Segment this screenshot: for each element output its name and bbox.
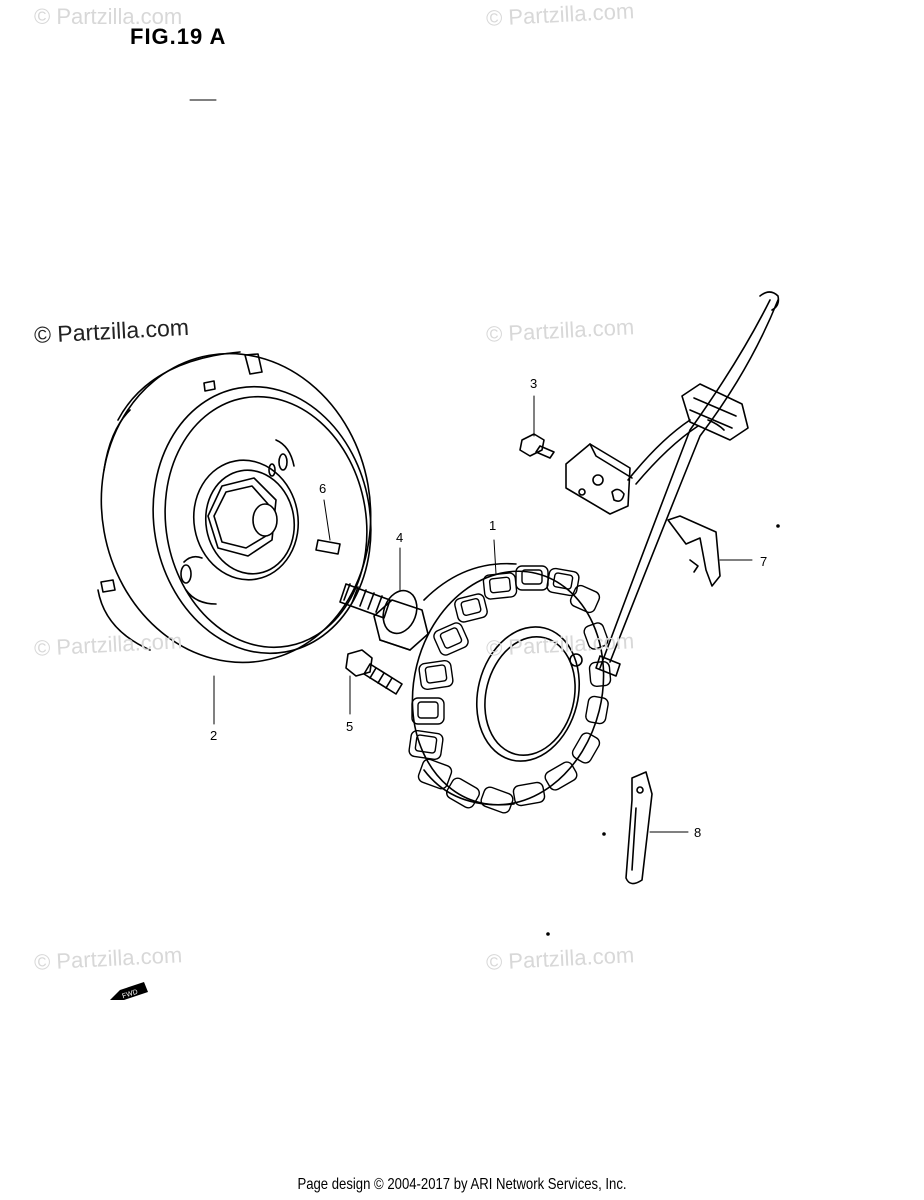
flywheel-rotor [97, 351, 372, 664]
pickup-bracket [565, 443, 633, 515]
callout-3: 3 [530, 376, 537, 391]
callout-6: 6 [319, 481, 326, 496]
wire-clamp [667, 515, 721, 587]
figure-title: FIG.19 A [130, 24, 227, 49]
callout-8: 8 [694, 825, 701, 840]
stator-screw [345, 649, 403, 695]
rotor-bolt [339, 583, 429, 651]
bracket-bolt [519, 433, 555, 459]
fwd-arrow-icon: FWD [110, 982, 148, 1000]
callout-4: 4 [396, 530, 403, 545]
callout-5: 5 [346, 719, 353, 734]
wire-band [625, 771, 653, 885]
leader-lines [213, 395, 753, 833]
callout-2: 2 [210, 728, 217, 743]
woodruff-key [315, 539, 341, 555]
stator-lead-wires [595, 291, 780, 677]
fwd-label: FWD [121, 989, 138, 1001]
watermark: © Partzilla.com [34, 4, 183, 29]
callout-7: 7 [760, 554, 767, 569]
page-footer: Page design © 2004-2017 by ARI Network S… [297, 1176, 627, 1193]
callout-1: 1 [489, 518, 496, 533]
stator [408, 562, 612, 814]
